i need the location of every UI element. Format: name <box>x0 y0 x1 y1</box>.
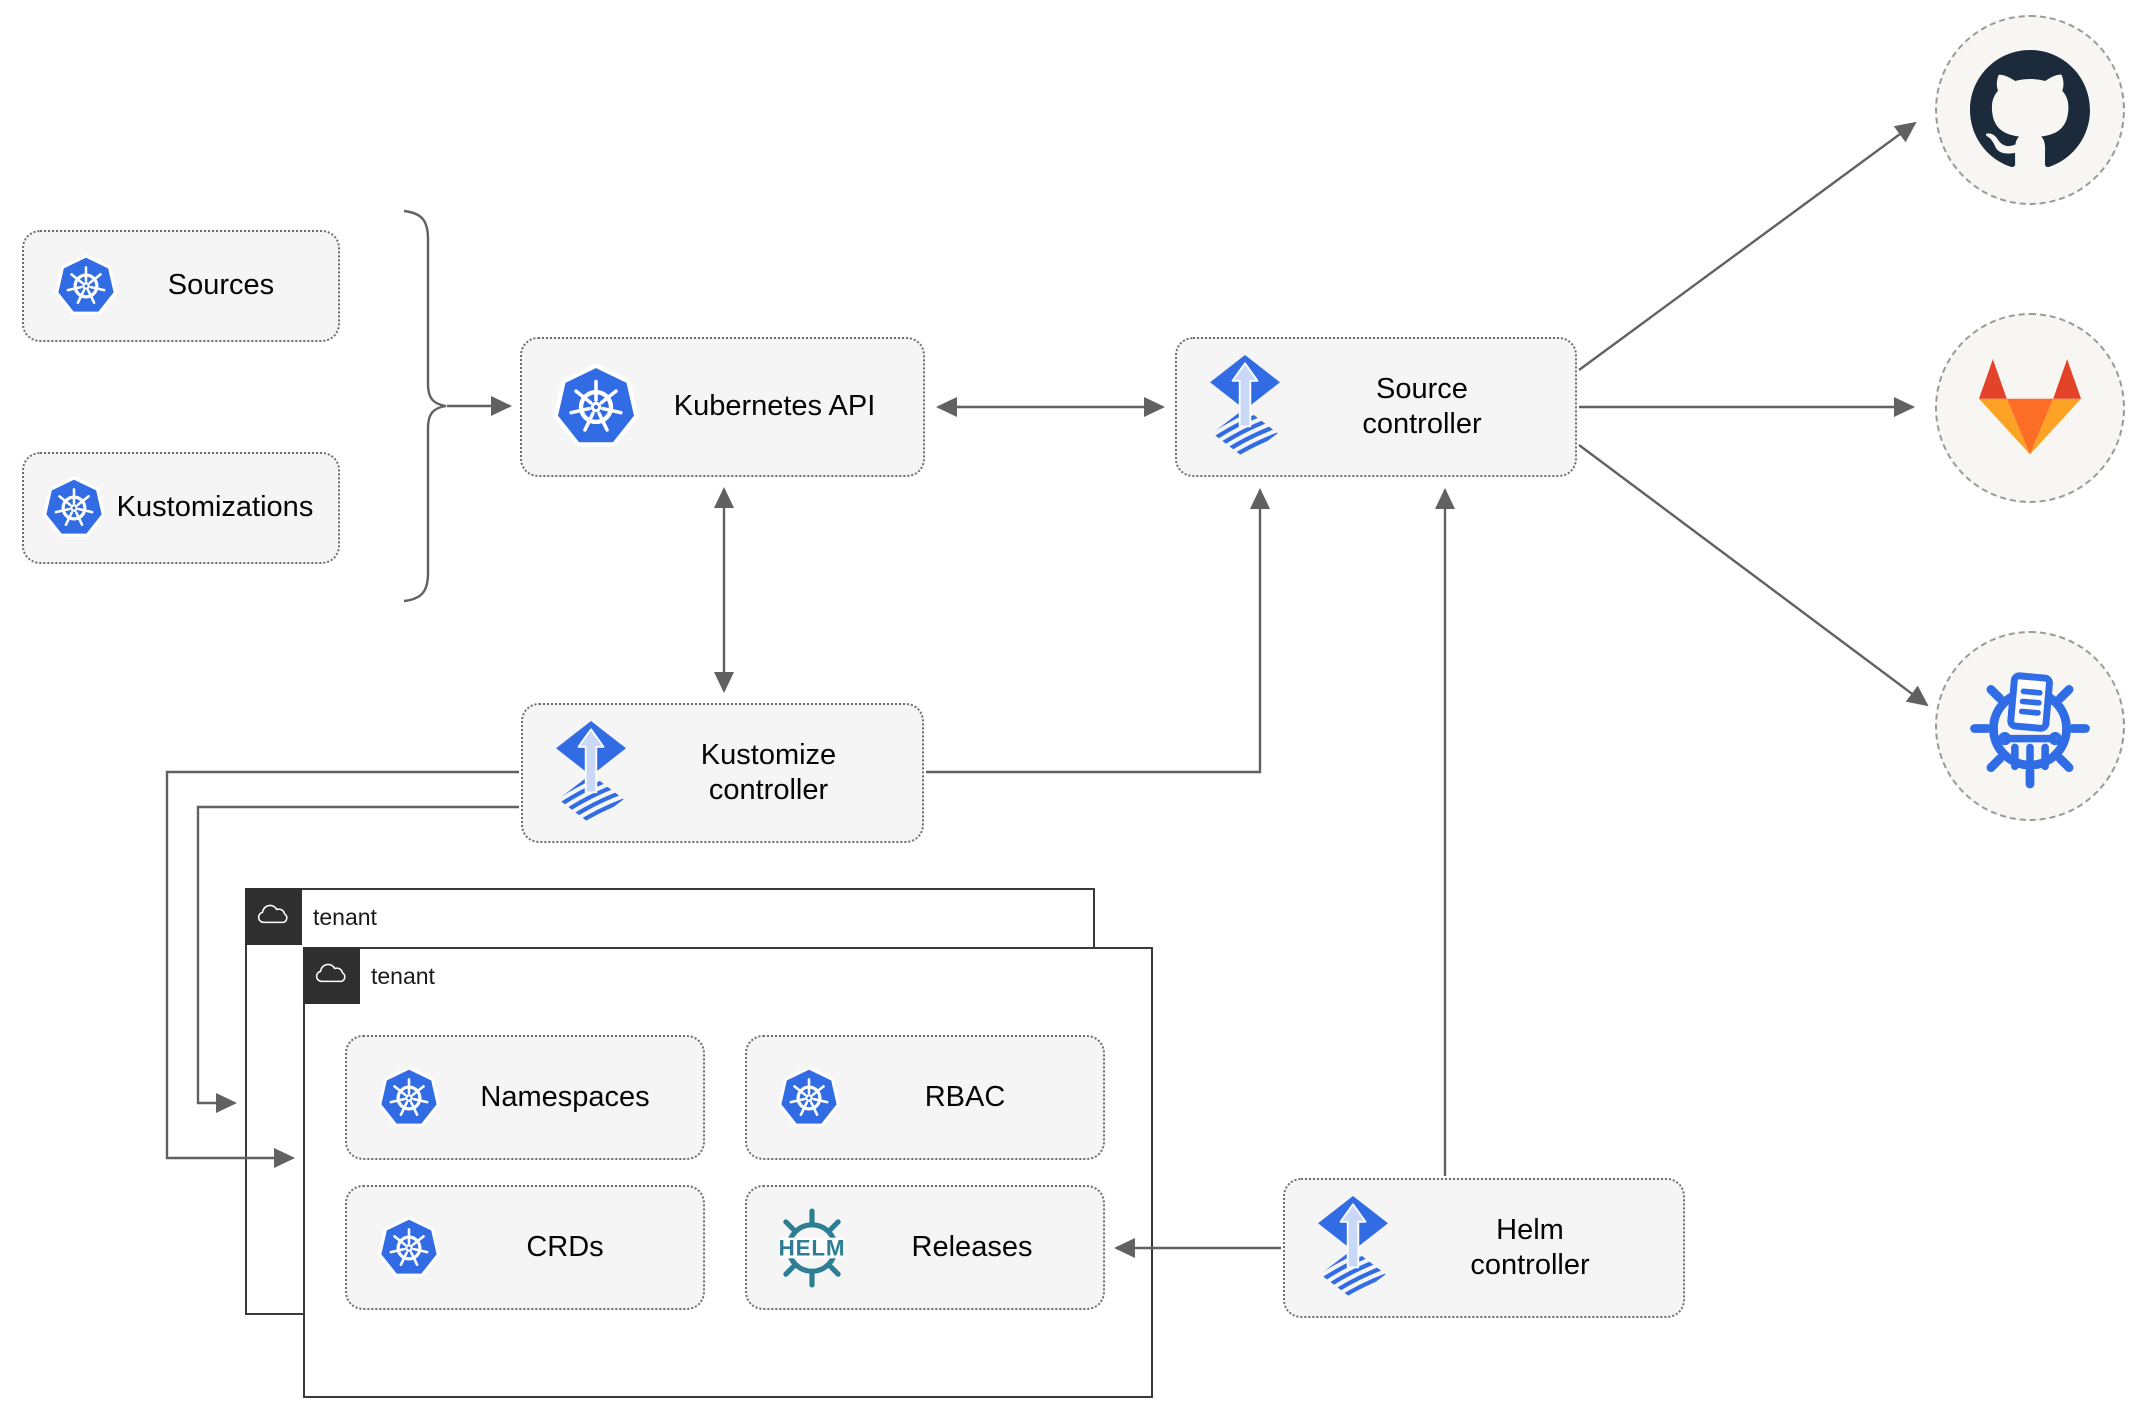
github-icon <box>1970 50 2090 170</box>
kustomizations-node: Kustomizations <box>22 452 340 564</box>
gitlab-circle <box>1935 313 2125 503</box>
edge-source-chartrepo <box>1578 444 1929 707</box>
releases-label: Releases <box>911 1230 1033 1263</box>
chartmuseum-icon <box>1967 663 2093 789</box>
rbac-label: RBAC <box>924 1080 1006 1113</box>
rbac-node: RBAC <box>745 1035 1105 1160</box>
svg-text:HELM: HELM <box>779 1235 846 1260</box>
tenant-label: tenant <box>313 904 377 930</box>
helm-controller-node: Helm controller <box>1283 1178 1685 1318</box>
github-circle <box>1935 15 2125 205</box>
sources-label: Sources <box>167 269 275 302</box>
kubernetes-api-node: Kubernetes API <box>520 337 925 477</box>
chart-repository-circle <box>1935 631 2125 821</box>
gitlab-icon <box>1972 354 2088 462</box>
flux-icon <box>1315 1192 1391 1304</box>
cloud-icon <box>314 960 350 991</box>
tenant-label: tenant <box>371 963 435 989</box>
kubernetes-icon <box>54 254 118 318</box>
kubernetes-icon <box>377 1215 441 1280</box>
source-controller-node: Source controller <box>1175 337 1577 477</box>
kubernetes-icon <box>777 1065 841 1130</box>
kubernetes-icon <box>552 363 640 451</box>
edge-source-github <box>1578 121 1917 371</box>
crds-node: CRDs <box>345 1185 705 1310</box>
tenant-box-front: tenant <box>303 947 1153 1398</box>
namespaces-label: Namespaces <box>480 1080 650 1113</box>
kustomize-controller-label: Kustomize controller <box>700 738 837 806</box>
edge-kustomize-source <box>926 488 1270 774</box>
tenant-tab <box>303 947 360 1004</box>
kubernetes-api-label: Kubernetes API <box>673 390 876 423</box>
flux-icon <box>553 717 629 829</box>
group-brace <box>403 209 447 603</box>
flux-icon <box>1207 351 1283 463</box>
kubernetes-icon <box>42 476 106 540</box>
helm-icon: HELM <box>769 1205 855 1291</box>
releases-node: HELM Releases <box>745 1185 1105 1310</box>
kustomize-controller-node: Kustomize controller <box>521 703 924 843</box>
kustomizations-label: Kustomizations <box>116 491 314 524</box>
source-controller-label: Source controller <box>1362 372 1482 440</box>
kubernetes-icon <box>377 1065 441 1130</box>
helm-controller-label: Helm controller <box>1470 1213 1590 1281</box>
tenant-tab <box>245 888 302 945</box>
cloud-icon <box>256 901 292 932</box>
namespaces-node: Namespaces <box>345 1035 705 1160</box>
sources-node: Sources <box>22 230 340 342</box>
crds-label: CRDs <box>526 1230 604 1263</box>
